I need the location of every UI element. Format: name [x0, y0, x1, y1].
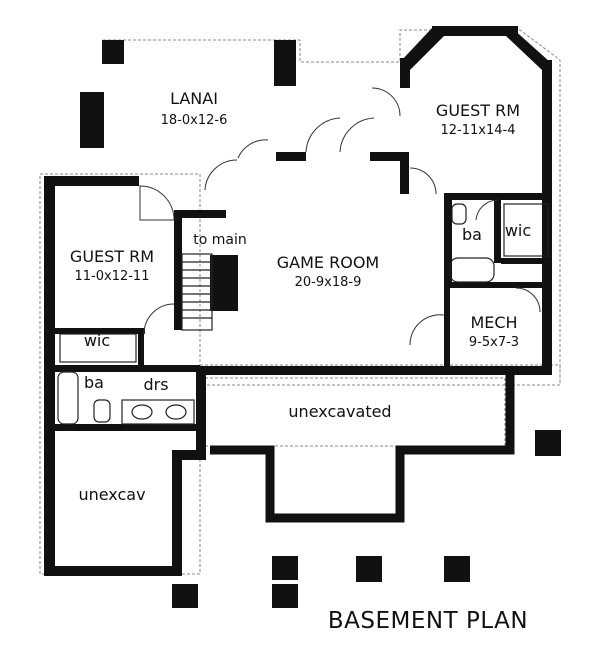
- unexcavated-wall: [210, 372, 515, 523]
- game-room-dims: 20-9x18-9: [295, 275, 362, 290]
- wall: [506, 28, 550, 70]
- post: [274, 40, 296, 86]
- wall: [542, 60, 552, 370]
- wall: [174, 210, 226, 218]
- post: [535, 430, 561, 456]
- post: [172, 584, 198, 608]
- wic-label-left: wic: [84, 331, 110, 350]
- room-labels: LANAI 18-0x12-6 GUEST RM 12-11x14-4 GUES…: [70, 89, 531, 504]
- lanai-posts: [80, 40, 296, 148]
- toilet: [451, 203, 467, 225]
- mech-dims: 9-5x7-3: [469, 335, 519, 350]
- toilet: [93, 399, 111, 423]
- post: [102, 40, 124, 64]
- wall: [55, 424, 200, 431]
- wall: [444, 282, 450, 370]
- game-room-name: GAME ROOM: [277, 253, 379, 272]
- mech-name: MECH: [470, 313, 517, 332]
- wall: [55, 365, 200, 372]
- closet-shelf: [503, 203, 549, 257]
- guest-rm-right-dims: 12-11x14-4: [441, 123, 516, 138]
- wall: [44, 176, 55, 576]
- bath-label-left: ba: [84, 373, 104, 392]
- guest-rm-right-name: GUEST RM: [436, 101, 520, 120]
- fixtures: [57, 203, 549, 425]
- vanity: [121, 399, 195, 425]
- wall: [432, 26, 518, 36]
- wall: [370, 152, 408, 161]
- unexcav-label: unexcav: [78, 485, 145, 504]
- wall: [172, 450, 204, 460]
- dressing-label: drs: [143, 375, 168, 394]
- wic-label-right: wic: [505, 221, 531, 240]
- footings: [172, 430, 561, 608]
- lanai-name: LANAI: [170, 89, 218, 108]
- to-main-label: to main: [193, 232, 246, 248]
- closet-shelf: [59, 333, 137, 363]
- wall: [400, 152, 409, 194]
- post: [80, 92, 104, 148]
- wall: [444, 193, 452, 283]
- wall: [44, 176, 139, 186]
- bath-label-right: ba: [462, 225, 482, 244]
- unexcavated-label: unexcavated: [288, 402, 391, 421]
- wall: [138, 328, 144, 368]
- wall: [196, 366, 552, 375]
- post: [444, 556, 470, 582]
- post: [356, 556, 382, 582]
- wall: [174, 210, 182, 330]
- guest-rm-left-name: GUEST RM: [70, 247, 154, 266]
- wall: [494, 193, 552, 200]
- plan-title: BASEMENT PLAN: [328, 608, 528, 634]
- wall: [444, 193, 494, 200]
- wall: [400, 58, 410, 88]
- bathtub: [449, 257, 495, 283]
- staircase: [181, 253, 213, 331]
- wall: [44, 566, 182, 576]
- walls: [44, 26, 552, 576]
- wall: [172, 450, 182, 576]
- wall: [276, 152, 306, 161]
- post: [272, 556, 298, 580]
- doors: [139, 87, 541, 346]
- wall: [494, 193, 501, 263]
- wall: [444, 282, 552, 288]
- bathtub: [57, 371, 79, 425]
- wall: [55, 328, 145, 334]
- guest-rm-left-dims: 11-0x12-11: [75, 269, 150, 284]
- wall: [501, 258, 552, 264]
- lanai-dims: 18-0x12-6: [161, 113, 228, 128]
- wall: [196, 368, 206, 460]
- wall: [400, 28, 444, 70]
- post: [272, 584, 298, 608]
